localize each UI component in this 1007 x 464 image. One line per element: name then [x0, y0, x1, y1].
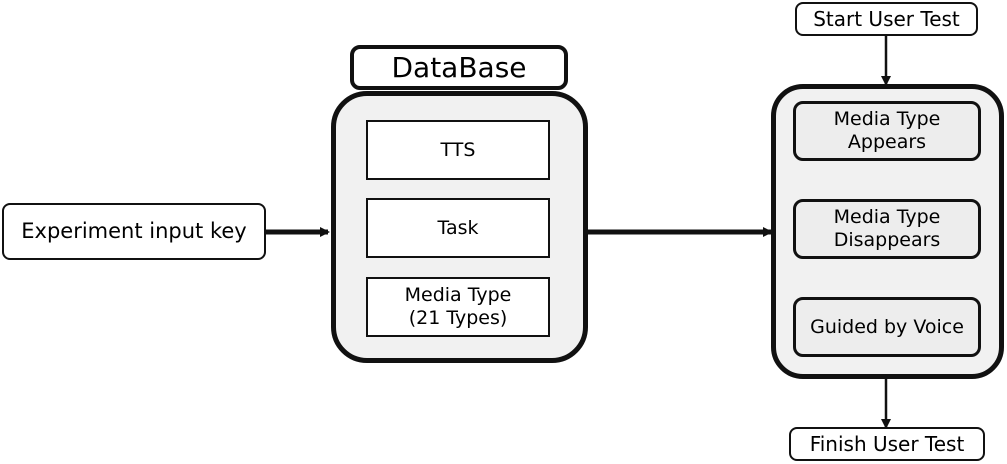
database-title: DataBase: [391, 50, 527, 84]
step-label-line1: Guided by Voice: [810, 315, 964, 338]
start-user-test-box: Start User Test: [795, 2, 978, 36]
database-item-tts: TTS: [366, 120, 550, 180]
step-label-line1: Media Type: [833, 206, 941, 229]
step-label-line2: Disappears: [833, 229, 941, 251]
experiment-input-key-box: Experiment input key: [2, 203, 266, 260]
database-item-task: Task: [366, 198, 550, 258]
step-media-type-disappears: Media Type Disappears: [793, 199, 981, 259]
database-item-label-line2: (21 Types): [408, 307, 508, 329]
database-item-label: Task: [437, 216, 479, 239]
step-label-line2: Appears: [847, 131, 927, 153]
database-item-label: TTS: [440, 138, 476, 161]
experiment-input-key-label: Experiment input key: [21, 218, 247, 243]
finish-user-test-label: Finish User Test: [809, 432, 965, 456]
database-title-box: DataBase: [350, 45, 568, 90]
database-item-label-line1: Media Type: [404, 284, 512, 307]
finish-user-test-box: Finish User Test: [789, 427, 985, 461]
start-user-test-label: Start User Test: [813, 7, 960, 31]
step-guided-by-voice: Guided by Voice: [793, 297, 981, 357]
step-label-line1: Media Type: [833, 108, 941, 131]
step-media-type-appears: Media Type Appears: [793, 101, 981, 161]
database-item-media-type: Media Type (21 Types): [366, 277, 550, 337]
